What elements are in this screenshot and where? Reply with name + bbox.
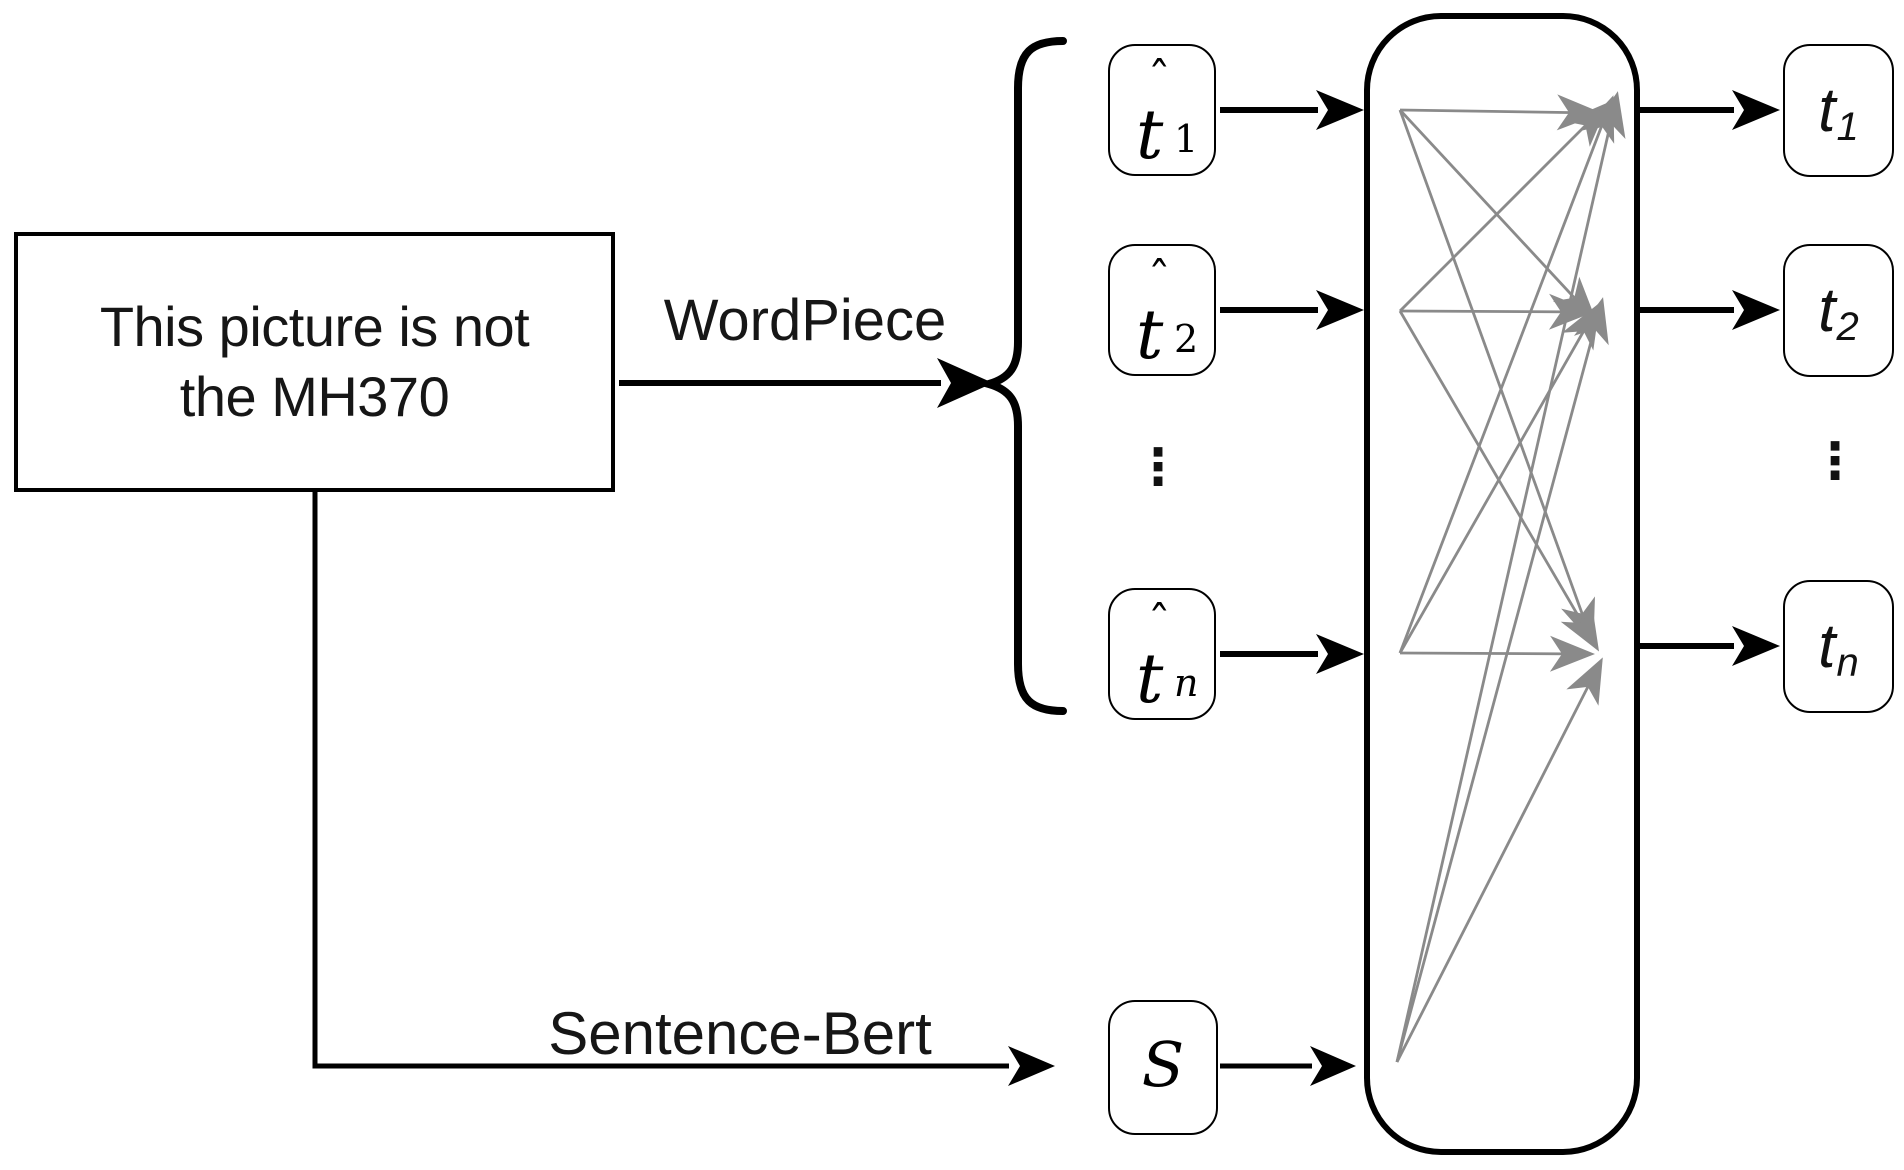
tokens-brace [974, 37, 1067, 715]
attention-line-s-o2 [1395, 297, 1609, 1063]
hat-accent: ˆ [1147, 596, 1171, 650]
token-node-tn-out: t n [1783, 580, 1894, 713]
attention-line-t2-o1 [1399, 102, 1609, 312]
attention-line-t2-o2 [1399, 293, 1594, 330]
token-symbol: S [1141, 1027, 1185, 1101]
hat-accent: ˆ [1147, 52, 1171, 106]
token-subscript: 1 [1836, 104, 1859, 149]
token-subscript: 2 [1174, 317, 1199, 361]
output-arrows [1638, 107, 1734, 649]
ellipsis-inputs: ⋮ [1133, 438, 1183, 496]
attention-line-s-o1 [1395, 91, 1626, 1063]
hat-accent: ˆ [1147, 252, 1171, 306]
wordpiece-arrowhead [937, 358, 993, 408]
sentence-bert-label: Sentence-Bert [548, 1000, 932, 1067]
attention-line-t1-on [1398, 109, 1595, 645]
token-node-t2-out: t 2 [1783, 244, 1894, 377]
token-symbol: t [1818, 275, 1836, 345]
sentence-embedding-node: S [1108, 1000, 1218, 1135]
sentence-bert-arrow-line [312, 492, 1009, 1069]
token-node-tn-hat: ˆ t n [1108, 588, 1216, 720]
token-node-t2-hat: ˆ t 2 [1108, 244, 1216, 376]
wordpiece-label: WordPiece [663, 288, 947, 353]
input-arrowheads [1310, 90, 1364, 1086]
arrow-o1-head [1732, 90, 1780, 130]
attention-lines [1395, 91, 1626, 1063]
token-subscript: 2 [1836, 304, 1859, 349]
token-symbol: t [1136, 96, 1164, 175]
arrow-o2-head [1732, 290, 1780, 330]
arrow-t2-in-head [1316, 290, 1364, 330]
token-symbol: t [1136, 640, 1164, 719]
token-subscript: n [1174, 661, 1199, 705]
token-symbol: t [1818, 611, 1836, 681]
token-node-t1-out: t 1 [1783, 44, 1894, 177]
token-symbol: t [1136, 296, 1164, 375]
sentence-bert-arrowhead [1008, 1046, 1055, 1086]
sentence-line-1: This picture is not [99, 295, 530, 358]
attention-line-s-on [1395, 657, 1603, 1063]
attention-line-t2-on [1398, 310, 1600, 652]
attention-line-tn-on [1399, 635, 1595, 672]
arrow-on-head [1732, 626, 1780, 666]
output-arrowheads [1732, 90, 1780, 666]
token-symbol: t [1818, 75, 1836, 145]
attention-line-tn-o1 [1398, 95, 1615, 654]
arrow-s-in-head [1310, 1046, 1356, 1086]
token-node-t1-hat: ˆ t 1 [1108, 44, 1216, 176]
attention-line-t1-o2 [1398, 109, 1597, 322]
token-subscript: n [1836, 640, 1859, 685]
ellipsis-outputs: ⋮ [1810, 432, 1860, 490]
input-arrows [1220, 107, 1318, 1069]
arrow-tn-in-head [1316, 634, 1364, 674]
sentence-line-2: the MH370 [179, 365, 450, 428]
token-subscript: 1 [1174, 117, 1199, 161]
input-sentence-box: This picture is not the MH370 [14, 232, 615, 492]
arrow-t1-in-head [1316, 90, 1364, 130]
